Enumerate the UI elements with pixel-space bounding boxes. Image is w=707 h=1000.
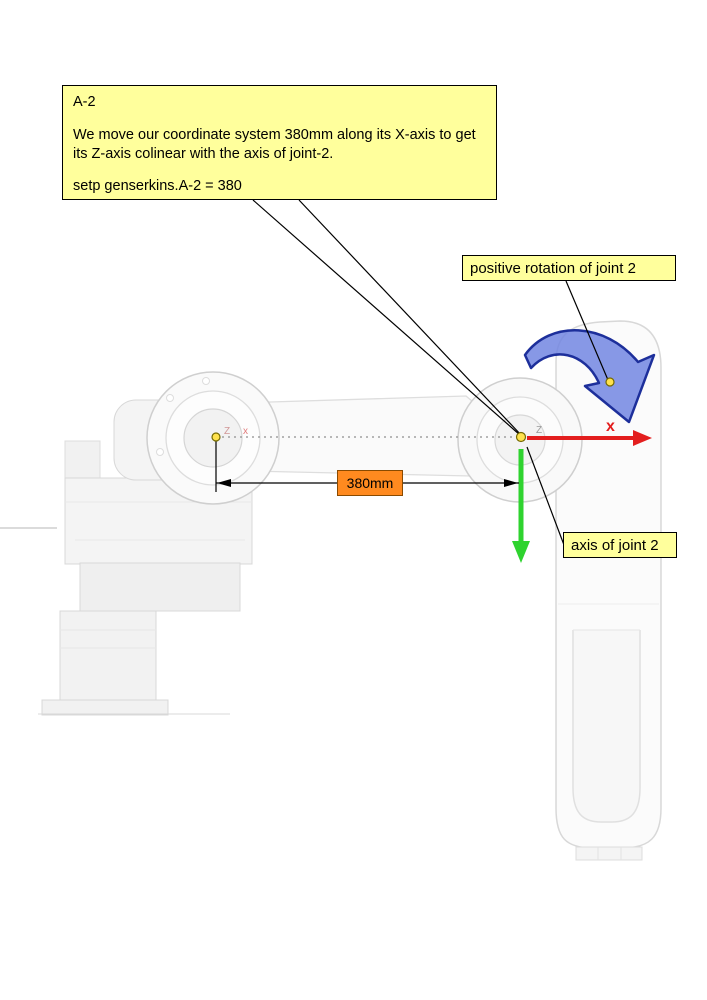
dimension-label: 380mm [337,470,403,496]
callout-command: setp genserkins.A-2 = 380 [73,178,242,195]
robot-forearm [555,320,662,861]
leader-callout-a [252,199,521,436]
z-glyph-left: Z [224,426,230,437]
leader-callout-b [298,199,523,437]
callout-body: We move our coordinate system 380mm alon… [73,127,476,163]
rotation-arrow-icon [523,329,656,424]
label-positive-rotation-text: positive rotation of joint 2 [470,259,636,277]
rotation-marker [605,377,615,387]
x-axis-arrow: x [527,418,652,446]
x-axis-label: x [606,418,615,435]
label-axis-of-joint-text: axis of joint 2 [571,536,659,554]
leader-lines [252,199,609,546]
leader-axis-of-joint [526,446,565,546]
joint1-origin-marker [211,432,221,442]
joint2-origin-marker [515,431,527,443]
leader-positive-rotation [565,280,609,381]
y-axis-arrow [512,449,530,563]
label-positive-rotation: positive rotation of joint 2 [462,255,676,281]
z-glyph-right: Z [536,425,542,436]
callout-title: A-2 [73,94,96,110]
label-axis-of-joint: axis of joint 2 [563,532,677,558]
x-glyph-left: x [243,426,248,437]
origin-markers [211,377,615,443]
dimension-value: 380mm [346,475,394,491]
callout-box: A-2 We move our coordinate system 380mm … [62,85,497,200]
